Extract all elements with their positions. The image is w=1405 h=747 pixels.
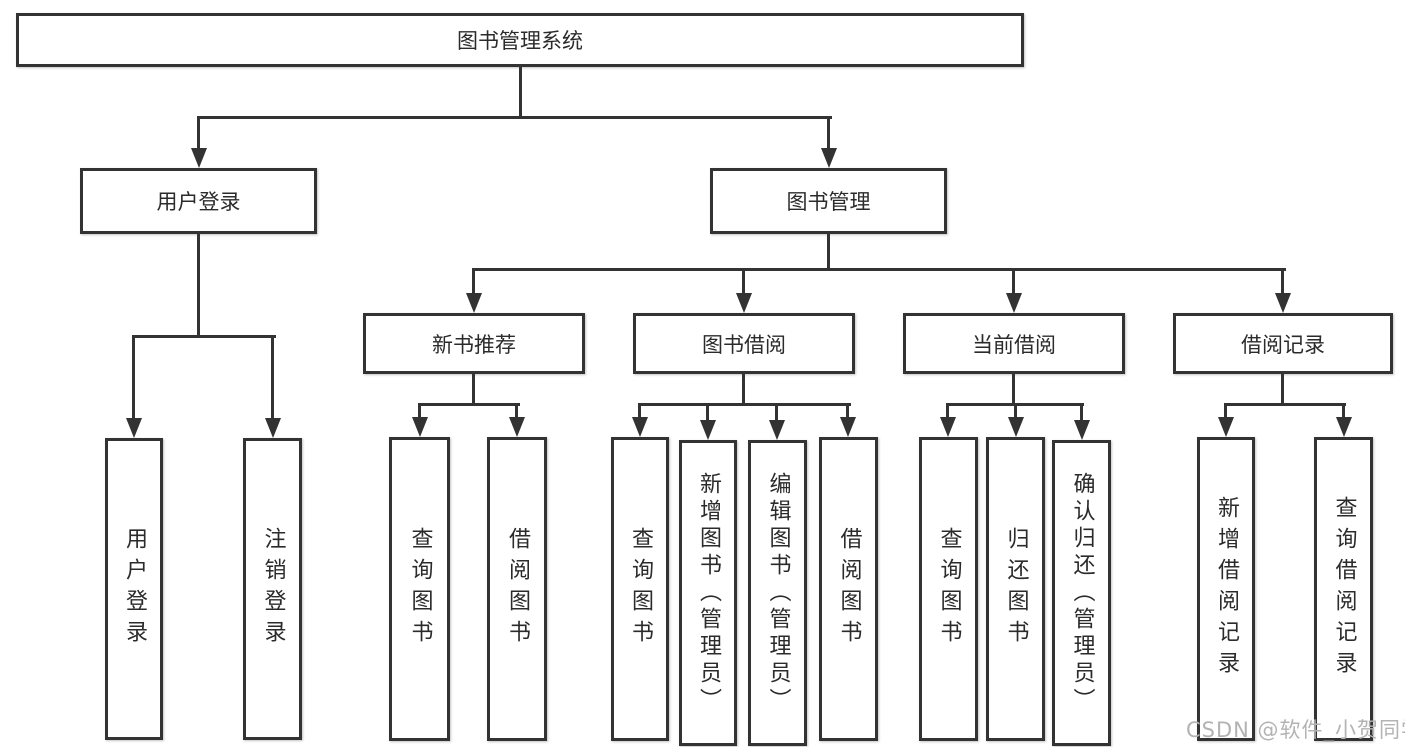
connector-drop-leaf-logout xyxy=(271,337,274,420)
connector-split-level2 xyxy=(472,268,1286,271)
connector-split-user-login xyxy=(132,335,276,338)
leaf-return-books-label: 归还图书 xyxy=(1003,527,1029,651)
leaf-edit-books-admin: 编辑图书（管理员） xyxy=(748,440,807,746)
node-current-borrow: 当前借阅 xyxy=(903,313,1125,374)
connector-stem-borrow-records xyxy=(1281,374,1284,405)
leaf-borrow-query-books: 查询图书 xyxy=(611,437,669,741)
arrow-user-login xyxy=(191,148,207,168)
leaf-add-books-admin: 新增图书（管理员） xyxy=(679,440,737,746)
connector-split-borrow-records xyxy=(1224,403,1346,406)
connector-drop-book-mgmt xyxy=(827,118,830,150)
connector-drop-new-book xyxy=(472,270,475,295)
arrow-borrow-records xyxy=(1275,293,1291,313)
leaf-borrow-borrow-books-label: 借阅图书 xyxy=(836,527,862,651)
connector-drop-c3 xyxy=(775,405,778,422)
connector-drop-d1 xyxy=(946,405,949,419)
leaf-query-borrow-record: 查询借阅记录 xyxy=(1314,437,1373,741)
connector-stem-book-borrow xyxy=(742,374,745,405)
leaf-user-login-label: 用户登录 xyxy=(122,527,147,651)
csdn-watermark: CSDN @软件_小贺同学 xyxy=(1186,714,1405,744)
arrow-c3 xyxy=(769,420,785,440)
connector-root-stem xyxy=(519,67,522,118)
node-borrow-records-label: 借阅记录 xyxy=(1241,332,1325,357)
arrow-d1 xyxy=(940,417,956,437)
leaf-query-borrow-record-label: 查询借阅记录 xyxy=(1331,496,1357,682)
connector-split-current-borrow xyxy=(946,403,1084,406)
connector-drop-borrow-records xyxy=(1281,270,1284,295)
node-new-book-recommend-label: 新书推荐 xyxy=(432,332,516,357)
connector-drop-c2 xyxy=(706,405,709,422)
leaf-confirm-return-admin-label: 确认归还（管理员） xyxy=(1069,471,1095,715)
arrow-c2 xyxy=(700,420,716,440)
leaf-newbook-borrow-books-label: 借阅图书 xyxy=(505,527,530,651)
node-root-label: 图书管理系统 xyxy=(457,29,583,53)
leaf-return-books: 归还图书 xyxy=(986,437,1045,741)
node-book-borrow: 图书借阅 xyxy=(633,313,855,374)
node-borrow-records: 借阅记录 xyxy=(1173,313,1393,374)
arrow-leaf-logout xyxy=(265,418,281,438)
leaf-logout-label: 注销登录 xyxy=(260,527,286,651)
node-book-management-label: 图书管理 xyxy=(786,190,871,214)
node-book-borrow-label: 图书借阅 xyxy=(702,332,786,357)
connector-drop-d2 xyxy=(1014,405,1017,419)
connector-split-book-borrow xyxy=(638,403,851,406)
csdn-watermark-text: CSDN @软件_小贺同学 xyxy=(1186,718,1405,742)
leaf-current-query-books-label: 查询图书 xyxy=(936,527,962,651)
arrow-c4 xyxy=(840,417,856,437)
leaf-add-borrow-record: 新增借阅记录 xyxy=(1197,437,1255,741)
arrow-b2 xyxy=(509,417,525,437)
leaf-newbook-query-books: 查询图书 xyxy=(389,437,450,741)
node-current-borrow-label: 当前借阅 xyxy=(972,332,1056,357)
connector-drop-c4 xyxy=(846,405,849,419)
arrow-c1 xyxy=(632,417,648,437)
node-book-management: 图书管理 xyxy=(710,168,947,234)
arrow-d3 xyxy=(1074,420,1090,440)
connector-drop-c1 xyxy=(638,405,641,419)
leaf-borrow-query-books-label: 查询图书 xyxy=(628,527,653,651)
arrow-new-book xyxy=(466,293,482,313)
leaf-add-borrow-record-label: 新增借阅记录 xyxy=(1214,496,1239,682)
connector-split-level1 xyxy=(197,116,832,119)
connector-book-mgmt-stem xyxy=(827,234,830,270)
arrow-e1 xyxy=(1218,417,1234,437)
connector-drop-book-borrow xyxy=(742,270,745,295)
node-user-login-label: 用户登录 xyxy=(156,190,241,214)
connector-user-login-stem xyxy=(197,234,200,337)
connector-drop-e1 xyxy=(1224,405,1227,419)
connector-drop-current-borrow xyxy=(1012,270,1015,295)
connector-stem-new-book xyxy=(472,374,475,405)
arrow-book-mgmt xyxy=(821,148,837,168)
leaf-borrow-borrow-books: 借阅图书 xyxy=(819,437,878,741)
arrow-e2 xyxy=(1336,417,1352,437)
connector-drop-b2 xyxy=(515,405,518,419)
arrow-b1 xyxy=(412,417,428,437)
connector-drop-b1 xyxy=(418,405,421,419)
connector-stem-current-borrow xyxy=(1012,374,1015,405)
leaf-current-query-books: 查询图书 xyxy=(919,437,978,741)
node-new-book-recommend: 新书推荐 xyxy=(363,313,585,374)
arrow-d2 xyxy=(1008,417,1024,437)
connector-drop-leaf-login xyxy=(132,337,135,420)
connector-split-new-book xyxy=(418,403,520,406)
leaf-add-books-admin-label: 新增图书（管理员） xyxy=(696,471,721,715)
connector-drop-e2 xyxy=(1342,405,1345,419)
connector-drop-d3 xyxy=(1080,405,1083,422)
leaf-confirm-return-admin: 确认归还（管理员） xyxy=(1052,440,1111,746)
leaf-edit-books-admin-label: 编辑图书（管理员） xyxy=(765,471,791,715)
node-root: 图书管理系统 xyxy=(16,13,1024,67)
leaf-newbook-borrow-books: 借阅图书 xyxy=(487,437,547,741)
leaf-newbook-query-books-label: 查询图书 xyxy=(407,527,433,651)
arrow-leaf-login xyxy=(126,418,142,438)
connector-drop-user-login xyxy=(197,118,200,150)
leaf-user-login: 用户登录 xyxy=(105,438,163,740)
arrow-book-borrow xyxy=(736,293,752,313)
leaf-logout: 注销登录 xyxy=(243,438,302,740)
arrow-current-borrow xyxy=(1006,293,1022,313)
node-user-login: 用户登录 xyxy=(80,168,317,234)
